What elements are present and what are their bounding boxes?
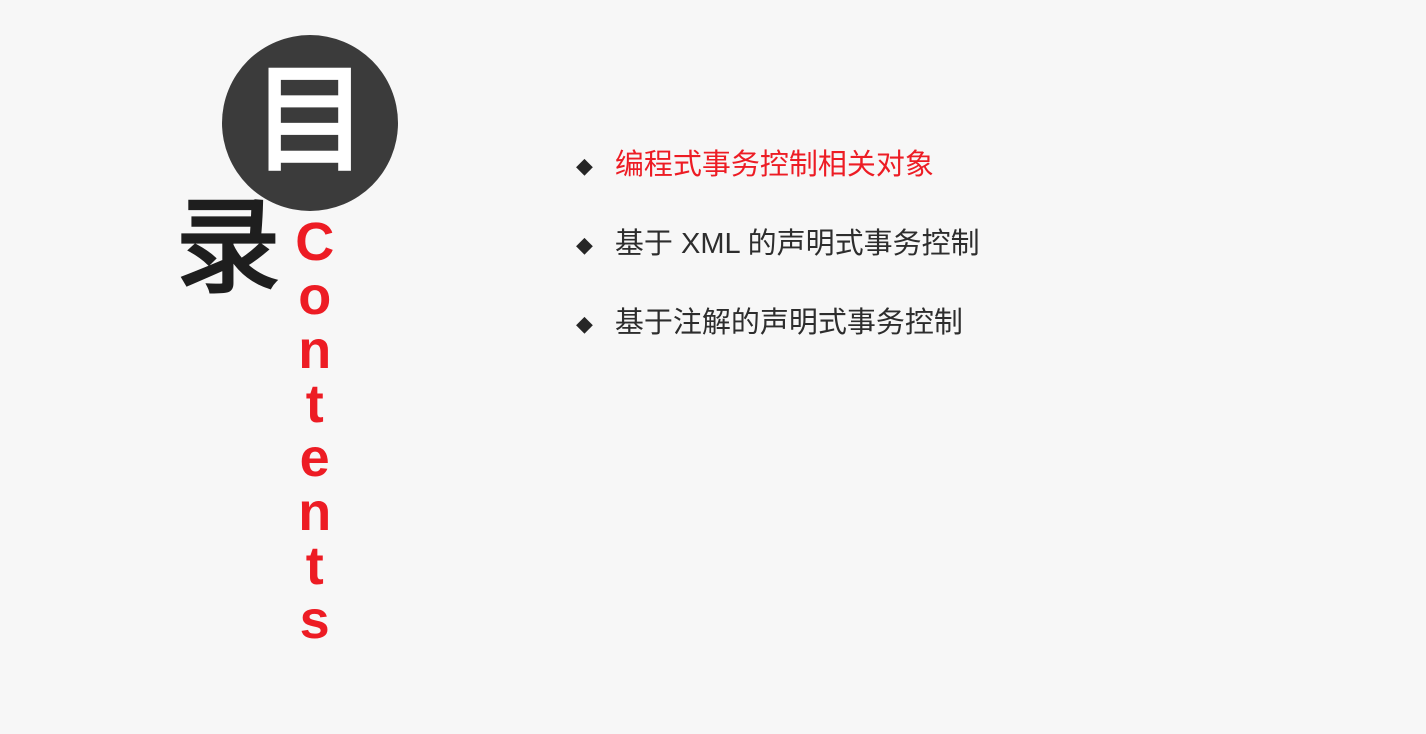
diamond-bullet-icon: ◆: [576, 153, 593, 179]
toc-badge-circle: 目: [222, 35, 398, 211]
diamond-bullet-icon: ◆: [576, 310, 593, 336]
toc-item-label: 基于注解的声明式事务控制: [614, 306, 963, 339]
toc-badge-icon: 目: [252, 55, 368, 185]
toc-list: ◆ 编程式事务控制相关对象 ◆ 基于 XML 的声明式事务控制 ◆ 基于注解的声…: [576, 148, 980, 340]
list-item: ◆ 编程式事务控制相关对象: [576, 148, 980, 183]
toc-item-label: 编程式事务控制相关对象: [614, 149, 934, 181]
list-item: ◆ 基于注解的声明式事务控制: [576, 306, 980, 341]
toc-title-character: 录: [176, 190, 281, 306]
diamond-bullet-icon: ◆: [576, 232, 593, 257]
list-item: ◆ 基于 XML 的声明式事务控制: [576, 227, 980, 262]
toc-subtitle-vertical: Contents: [284, 212, 345, 644]
toc-item-label: 基于 XML 的声明式事务控制: [614, 227, 980, 260]
